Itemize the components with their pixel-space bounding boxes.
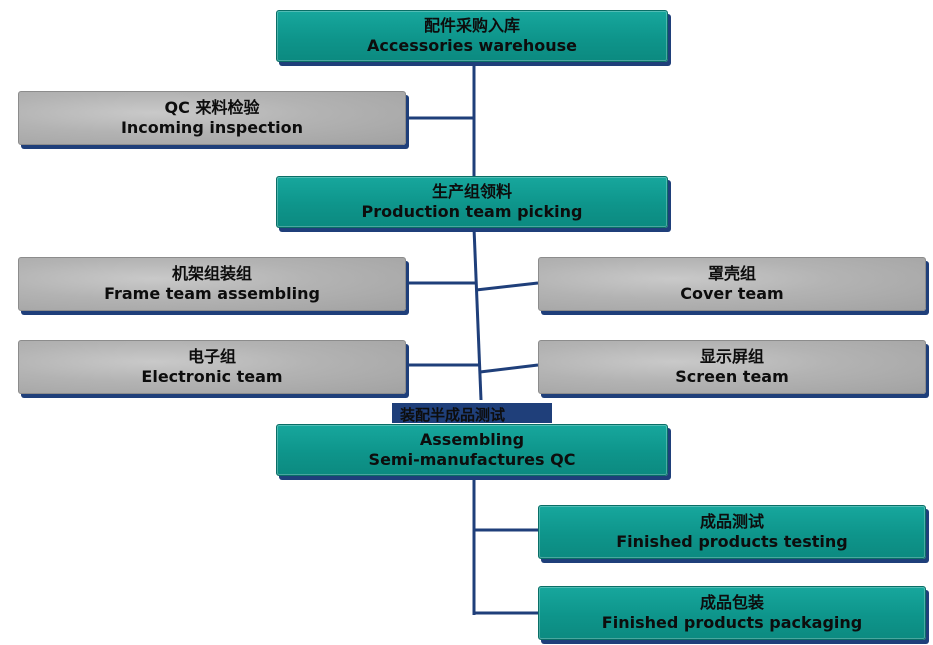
node-electronic-team: 电子组 Electronic team (18, 340, 406, 394)
node-en-label: Incoming inspection (120, 118, 304, 137)
node-en-label: Production team picking (361, 202, 583, 221)
node-cn-label: 显示屏组 (699, 347, 764, 366)
node-production-picking: 生产组领料 Production team picking (276, 176, 668, 228)
node-cn-label: 电子组 (187, 347, 236, 366)
node-en-label: Cover team (680, 284, 784, 303)
node-en-label: Screen team (675, 367, 789, 386)
node-incoming-inspection: QC 来料检验 Incoming inspection (18, 91, 406, 145)
node-cn-label: 机架组装组 (171, 264, 252, 283)
node-frame-team: 机架组装组 Frame team assembling (18, 257, 406, 311)
node-en-label: Finished products packaging (601, 613, 863, 632)
node-cn-label: 罩壳组 (707, 264, 756, 283)
node-cover-team: 罩壳组 Cover team (538, 257, 926, 311)
node-en-label: Assembling (419, 430, 525, 449)
connector-screen (479, 363, 539, 374)
node-cn-label: 生产组领料 (431, 182, 512, 201)
node-cn-label: QC 来料检验 (164, 98, 260, 117)
node-screen-team: 显示屏组 Screen team (538, 340, 926, 394)
spine-middle (472, 227, 483, 401)
node-en-label-secondary: Semi-manufactures QC (368, 450, 576, 469)
node-cn-label: 成品测试 (699, 512, 764, 531)
node-accessories-warehouse: 配件采购入库 Accessories warehouse (276, 10, 668, 62)
node-cn-label: 配件采购入库 (423, 16, 520, 35)
node-finished-packaging: 成品包装 Finished products packaging (538, 586, 926, 640)
node-en-label: Electronic team (141, 367, 283, 386)
node-cn-label: 成品包装 (699, 593, 764, 612)
connector-cover (475, 281, 539, 292)
node-en-label: Finished products testing (616, 532, 848, 551)
node-en-label: Frame team assembling (104, 284, 320, 303)
node-assembling-qc: Assembling Semi-manufactures QC (276, 424, 668, 476)
node-assembling-cn-label: 装配半成品测试 (400, 406, 506, 424)
node-en-label: Accessories warehouse (366, 36, 578, 55)
node-finished-testing: 成品测试 Finished products testing (538, 505, 926, 559)
label-callout (392, 403, 552, 423)
